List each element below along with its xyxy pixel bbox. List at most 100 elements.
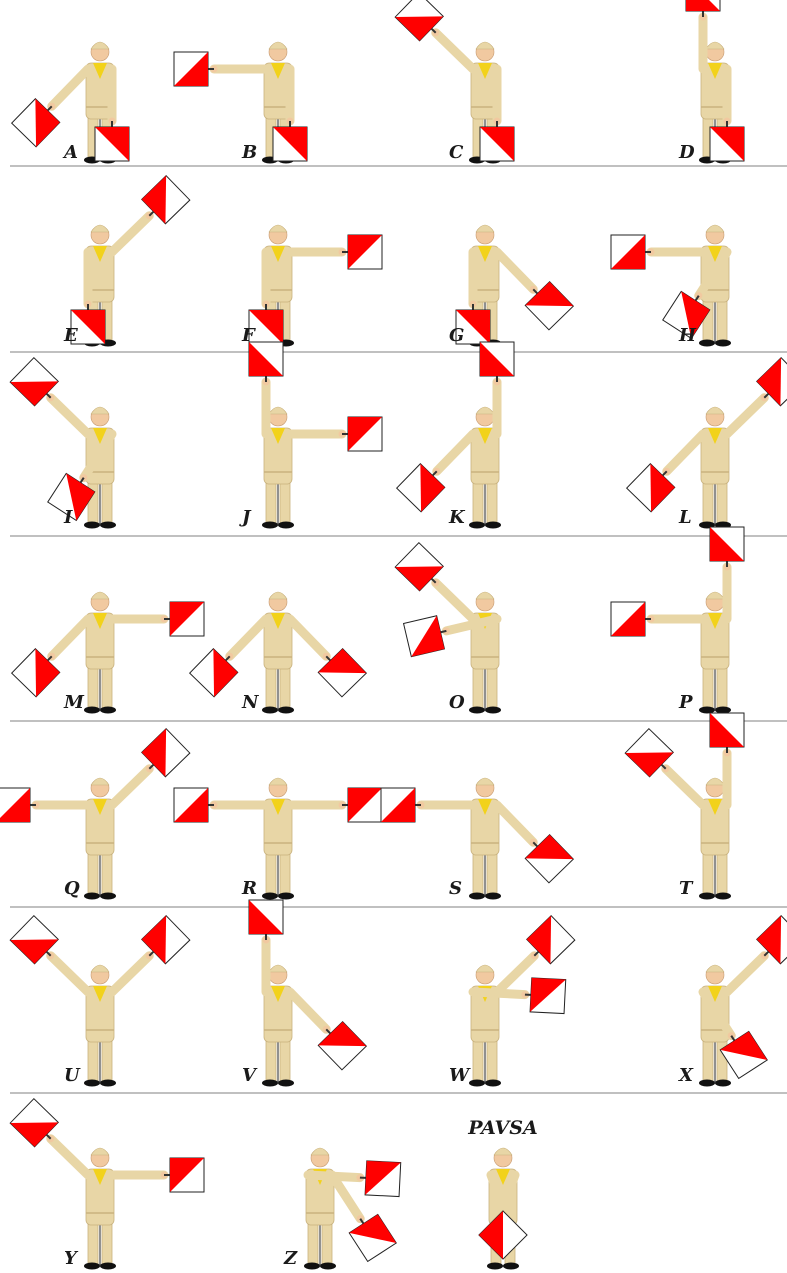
right-flag (404, 616, 447, 657)
left-leg (703, 665, 713, 709)
signal-figure-c: C (395, 0, 514, 164)
right-boot (485, 522, 501, 529)
flag-body (174, 788, 208, 822)
left-flag (0, 788, 36, 822)
flag-body (348, 235, 382, 269)
left-leg (703, 298, 713, 342)
right-arm (497, 805, 533, 842)
flag-body (170, 1158, 204, 1192)
right-boot (320, 1263, 336, 1270)
signal-figure-f: F (241, 225, 382, 347)
left-leg (473, 1038, 483, 1082)
right-flag (342, 788, 382, 822)
cap (476, 778, 494, 785)
right-boot (100, 1080, 116, 1087)
right-arm (497, 956, 534, 992)
left-boot (84, 1263, 100, 1270)
signal-letter-c: C (449, 142, 464, 163)
left-boot (699, 893, 715, 900)
left-flag (686, 0, 720, 17)
left-boot (262, 1080, 278, 1087)
right-leg (102, 1221, 112, 1265)
right-flag (710, 121, 744, 161)
signal-letter-n: N (241, 692, 260, 713)
left-boot (84, 522, 100, 529)
left-leg (473, 851, 483, 895)
signal-figure-y: Y (10, 1099, 204, 1270)
right-boot (278, 893, 294, 900)
signal-figure-u: U (10, 916, 190, 1087)
signal-figure-g: G (449, 225, 573, 347)
right-boot (278, 522, 294, 529)
signal-figure-j: J (239, 342, 382, 529)
left-arm (667, 434, 703, 471)
cap (706, 42, 724, 49)
crossed-flags (479, 1211, 527, 1259)
signal-letter-b: B (241, 142, 257, 163)
right-arm (290, 992, 326, 1029)
flag-body (480, 127, 514, 161)
left-boot (699, 707, 715, 714)
right-leg (717, 665, 727, 709)
flag-body (170, 602, 204, 636)
left-flag (249, 900, 283, 940)
signal-figure-k: K (397, 342, 514, 529)
left-leg (473, 480, 483, 524)
cap (706, 592, 724, 599)
right-boot (503, 1263, 519, 1270)
signal-letter-q: Q (64, 878, 80, 899)
flag-body (710, 127, 744, 161)
right-leg (487, 1038, 497, 1082)
right-leg (487, 665, 497, 709)
right-boot (100, 1263, 116, 1270)
signal-letter-k: K (448, 507, 466, 528)
right-leg (102, 851, 112, 895)
left-leg (703, 480, 713, 524)
right-flag (480, 121, 514, 161)
right-boot (100, 893, 116, 900)
cap (706, 965, 724, 972)
signal-figure-n: N (190, 592, 367, 714)
left-leg (266, 1038, 276, 1082)
right-boot (485, 893, 501, 900)
signal-letter-e: E (63, 325, 78, 346)
left-boot (262, 522, 278, 529)
right-leg (717, 1038, 727, 1082)
cap (91, 42, 109, 49)
cap (476, 42, 494, 49)
cap (269, 965, 287, 972)
right-flag (273, 121, 307, 161)
cap (91, 778, 109, 785)
cap (476, 407, 494, 414)
signal-figure-v: V (242, 900, 366, 1087)
signal-figure-m: M (12, 592, 204, 714)
cap (91, 592, 109, 599)
flag-body (249, 900, 283, 934)
right-leg (717, 851, 727, 895)
right-flag (710, 527, 744, 567)
right-leg (717, 480, 727, 524)
signal-letter-u: U (64, 1065, 81, 1086)
left-arm (52, 69, 88, 106)
right-flag (480, 342, 514, 382)
cap (269, 42, 287, 49)
flag-body (348, 788, 382, 822)
left-boot (262, 707, 278, 714)
right-flag (342, 417, 382, 451)
left-arm (51, 398, 88, 434)
cap (91, 225, 109, 232)
right-boot (485, 1080, 501, 1087)
left-flag (174, 52, 214, 86)
left-arm (436, 33, 473, 69)
cap (476, 225, 494, 232)
flag-body (174, 52, 208, 86)
right-boot (485, 707, 501, 714)
left-flag (611, 235, 651, 269)
flag-body (480, 342, 514, 376)
right-leg (280, 851, 290, 895)
cap (311, 1148, 329, 1155)
left-arm (51, 1139, 88, 1175)
signal-figure-a: A (12, 42, 129, 164)
left-boot (84, 1080, 100, 1087)
